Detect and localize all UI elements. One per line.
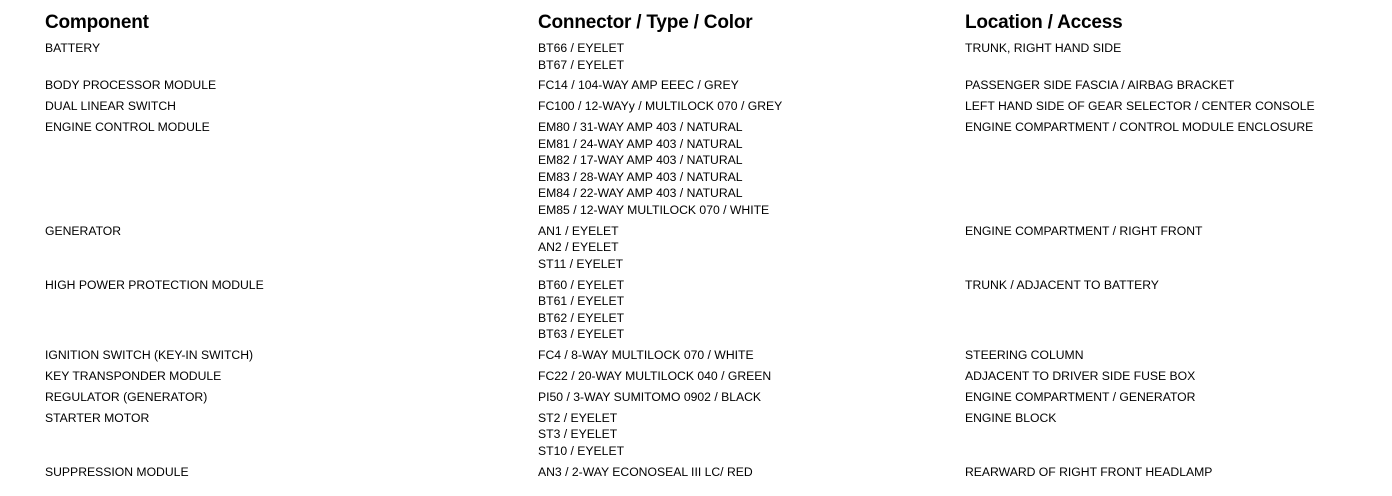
component-name: KEY TRANSPONDER MODULE <box>45 369 222 383</box>
component-name: SUPPRESSION MODULE <box>45 464 189 479</box>
component-name: DUAL LINEAR SWITCH <box>45 99 176 114</box>
table-row: KEY TRANSPONDER MODULE FC22 / 20-WAY MULT… <box>45 368 1375 385</box>
location-access: STEERING COLUMN <box>965 348 1084 363</box>
table-header: Component Connector / Type / Color Locat… <box>45 8 1375 38</box>
connector-entry: EM85 / 12-WAY MULTILOCK 070 / WHITE <box>538 202 770 217</box>
connector-list: FC4 / 8-WAY MULTILOCK 070 / WHITE <box>538 347 965 364</box>
table-row: SUPPRESSION MODULE AN3 / 2-WAY ECONOSEAL … <box>45 464 1375 481</box>
header-location: Location / Access <box>965 12 1123 33</box>
connector-entry: AN3 / 2-WAY ECONOSEAL III LC/ RED <box>538 464 753 479</box>
location-access: REARWARD OF RIGHT FRONT HEADLAMP <box>965 464 1213 479</box>
header-component: Component <box>45 12 149 33</box>
component-location-table: Component Connector / Type / Color Locat… <box>45 8 1375 484</box>
connector-list: EM80 / 31-WAY AMP 403 / NATURAL EM81 / 24… <box>538 119 965 219</box>
connector-list: BT66 / EYELET BT67 / EYELET <box>538 40 965 73</box>
location-access: ADJACENT TO DRIVER SIDE FUSE BOX <box>965 369 1196 383</box>
connector-entry: ST10 / EYELET <box>538 443 625 458</box>
component-name: BODY PROCESSOR MODULE <box>45 78 217 93</box>
connector-entry: FC100 / 12-WAYy / MULTILOCK 070 / GREY <box>538 99 783 114</box>
table-row: BODY PROCESSOR MODULE FC14 / 104-WAY AMP … <box>45 77 1375 94</box>
location-access: PASSENGER SIDE FASCIA / AIRBAG BRACKET <box>965 78 1235 93</box>
connector-list: FC100 / 12-WAYy / MULTILOCK 070 / GREY <box>538 98 965 115</box>
connector-entry: FC22 / 20-WAY MULTILOCK 040 / GREEN <box>538 369 772 383</box>
location-access: LEFT HAND SIDE OF GEAR SELECTOR / CENTER… <box>965 99 1315 114</box>
connector-entry: BT62 / EYELET <box>538 310 625 325</box>
connector-entry: BT61 / EYELET <box>538 294 625 309</box>
component-name: STARTER MOTOR <box>45 410 150 425</box>
connector-entry: AN2 / EYELET <box>538 240 619 255</box>
component-name: GENERATOR <box>45 223 122 238</box>
location-access: ENGINE COMPARTMENT / CONTROL MODULE ENCL… <box>965 119 1314 134</box>
table-row: REGULATOR (GENERATOR) PI50 / 3-WAY SUMITO… <box>45 389 1375 406</box>
connector-entry: FC14 / 104-WAY AMP EEEC / GREY <box>538 78 739 93</box>
table-row: IGNITION SWITCH (KEY-IN SWITCH) FC4 / 8-W… <box>45 347 1375 364</box>
location-access: ENGINE COMPARTMENT / RIGHT FRONT <box>965 223 1203 238</box>
table-row: ENGINE CONTROL MODULE EM80 / 31-WAY AMP 4… <box>45 119 1375 219</box>
connector-entry: EM81 / 24-WAY AMP 403 / NATURAL <box>538 136 743 151</box>
connector-entry: FC4 / 8-WAY MULTILOCK 070 / WHITE <box>538 348 754 363</box>
connector-entry: ST11 / EYELET <box>538 256 624 271</box>
connector-entry: EM82 / 17-WAY AMP 403 / NATURAL <box>538 153 743 168</box>
connector-entry: EM83 / 28-WAY AMP 403 / NATURAL <box>538 169 743 184</box>
location-access: TRUNK, RIGHT HAND SIDE <box>965 41 1122 55</box>
header-connector: Connector / Type / Color <box>538 12 753 33</box>
connector-entry: BT63 / EYELET <box>538 327 625 342</box>
connector-list: AN3 / 2-WAY ECONOSEAL III LC/ RED <box>538 464 965 481</box>
component-name: IGNITION SWITCH (KEY-IN SWITCH) <box>45 348 254 363</box>
table-row: DUAL LINEAR SWITCH FC100 / 12-WAYy / MULT… <box>45 98 1375 115</box>
location-access: TRUNK / ADJACENT TO BATTERY <box>965 277 1159 292</box>
component-name: ENGINE CONTROL MODULE <box>45 119 210 134</box>
table-row: HIGH POWER PROTECTION MODULE BT60 / EYELE… <box>45 277 1375 343</box>
connector-list: PI50 / 3-WAY SUMITOMO 0902 / BLACK <box>538 389 965 406</box>
connector-entry: ST3 / EYELET <box>538 427 618 442</box>
connector-entry: BT66 / EYELET <box>538 41 625 55</box>
connector-entry: BT60 / EYELET <box>538 277 625 292</box>
connector-entry: EM84 / 22-WAY AMP 403 / NATURAL <box>538 186 743 201</box>
component-name: BATTERY <box>45 41 101 55</box>
component-name: REGULATOR (GENERATOR) <box>45 389 208 404</box>
component-name: HIGH POWER PROTECTION MODULE <box>45 277 264 292</box>
location-access: ENGINE COMPARTMENT / GENERATOR <box>965 389 1196 404</box>
connector-list: FC14 / 104-WAY AMP EEEC / GREY <box>538 77 965 94</box>
table-row: BATTERY BT66 / EYELET BT67 / EYELET TRUNK, … <box>45 40 1375 73</box>
connector-entry: EM80 / 31-WAY AMP 403 / NATURAL <box>538 119 743 134</box>
connector-entry: ST2 / EYELET <box>538 410 618 425</box>
connector-entry: PI50 / 3-WAY SUMITOMO 0902 / BLACK <box>538 389 762 404</box>
table-body: BATTERY BT66 / EYELET BT67 / EYELET TRUNK, … <box>45 40 1375 480</box>
location-access: ENGINE BLOCK <box>965 410 1057 425</box>
connector-entry: AN1 / EYELET <box>538 223 619 238</box>
connector-list: FC22 / 20-WAY MULTILOCK 040 / GREEN <box>538 368 965 385</box>
connector-entry: BT67 / EYELET <box>538 57 625 72</box>
